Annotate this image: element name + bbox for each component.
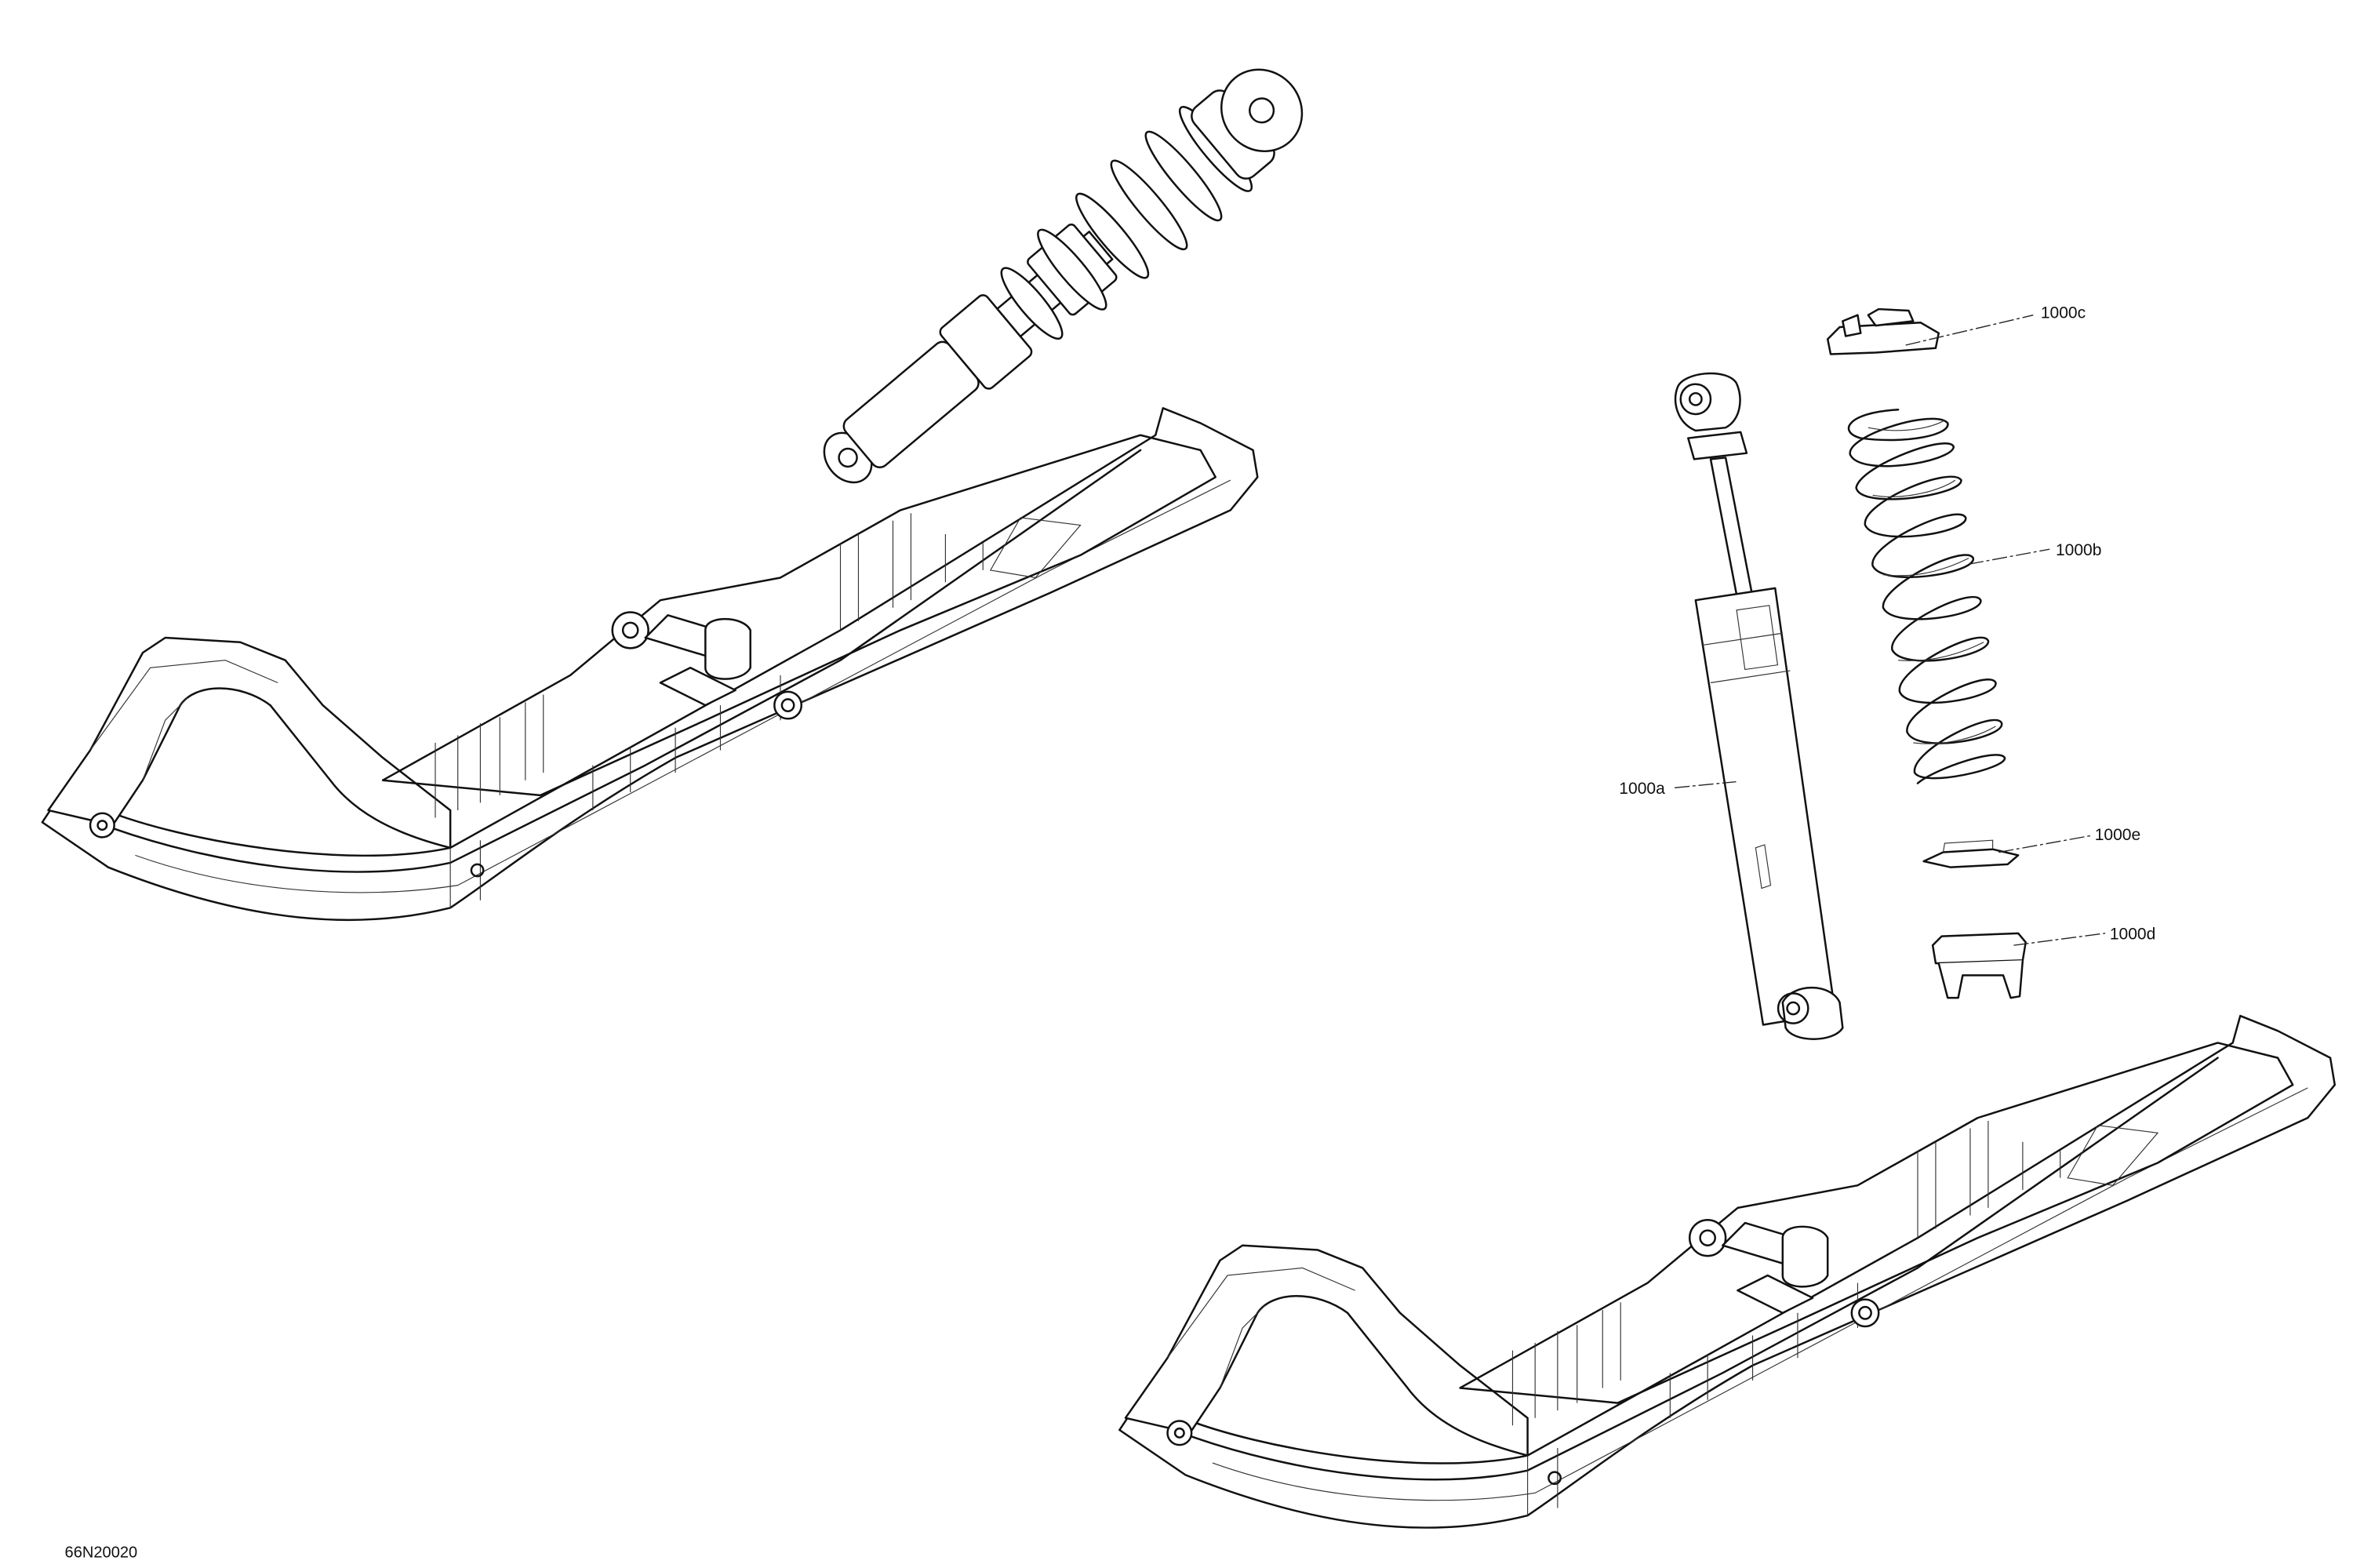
spring-1000b — [1847, 408, 2006, 784]
shock-assembly-installed — [823, 68, 1304, 484]
ski-lower-right — [1118, 1014, 2337, 1529]
callout-1000c: 1000c — [2041, 304, 2086, 322]
callout-1000e: 1000e — [2095, 826, 2140, 844]
spring-cap-1000c — [1826, 307, 1940, 355]
drawing-number: 66N20020 — [65, 1544, 138, 1562]
callout-1000b: 1000b — [2056, 541, 2101, 559]
spring-seat-1000e — [1922, 839, 2020, 868]
callout-leaders — [1675, 315, 2106, 946]
callout-1000d: 1000d — [2110, 925, 2155, 943]
ski-upper-left — [41, 407, 1259, 922]
shock-absorber-1000a — [1674, 372, 1844, 1040]
callout-1000a: 1000a — [1619, 780, 1665, 798]
adjuster-collar-1000d — [1931, 932, 2027, 999]
